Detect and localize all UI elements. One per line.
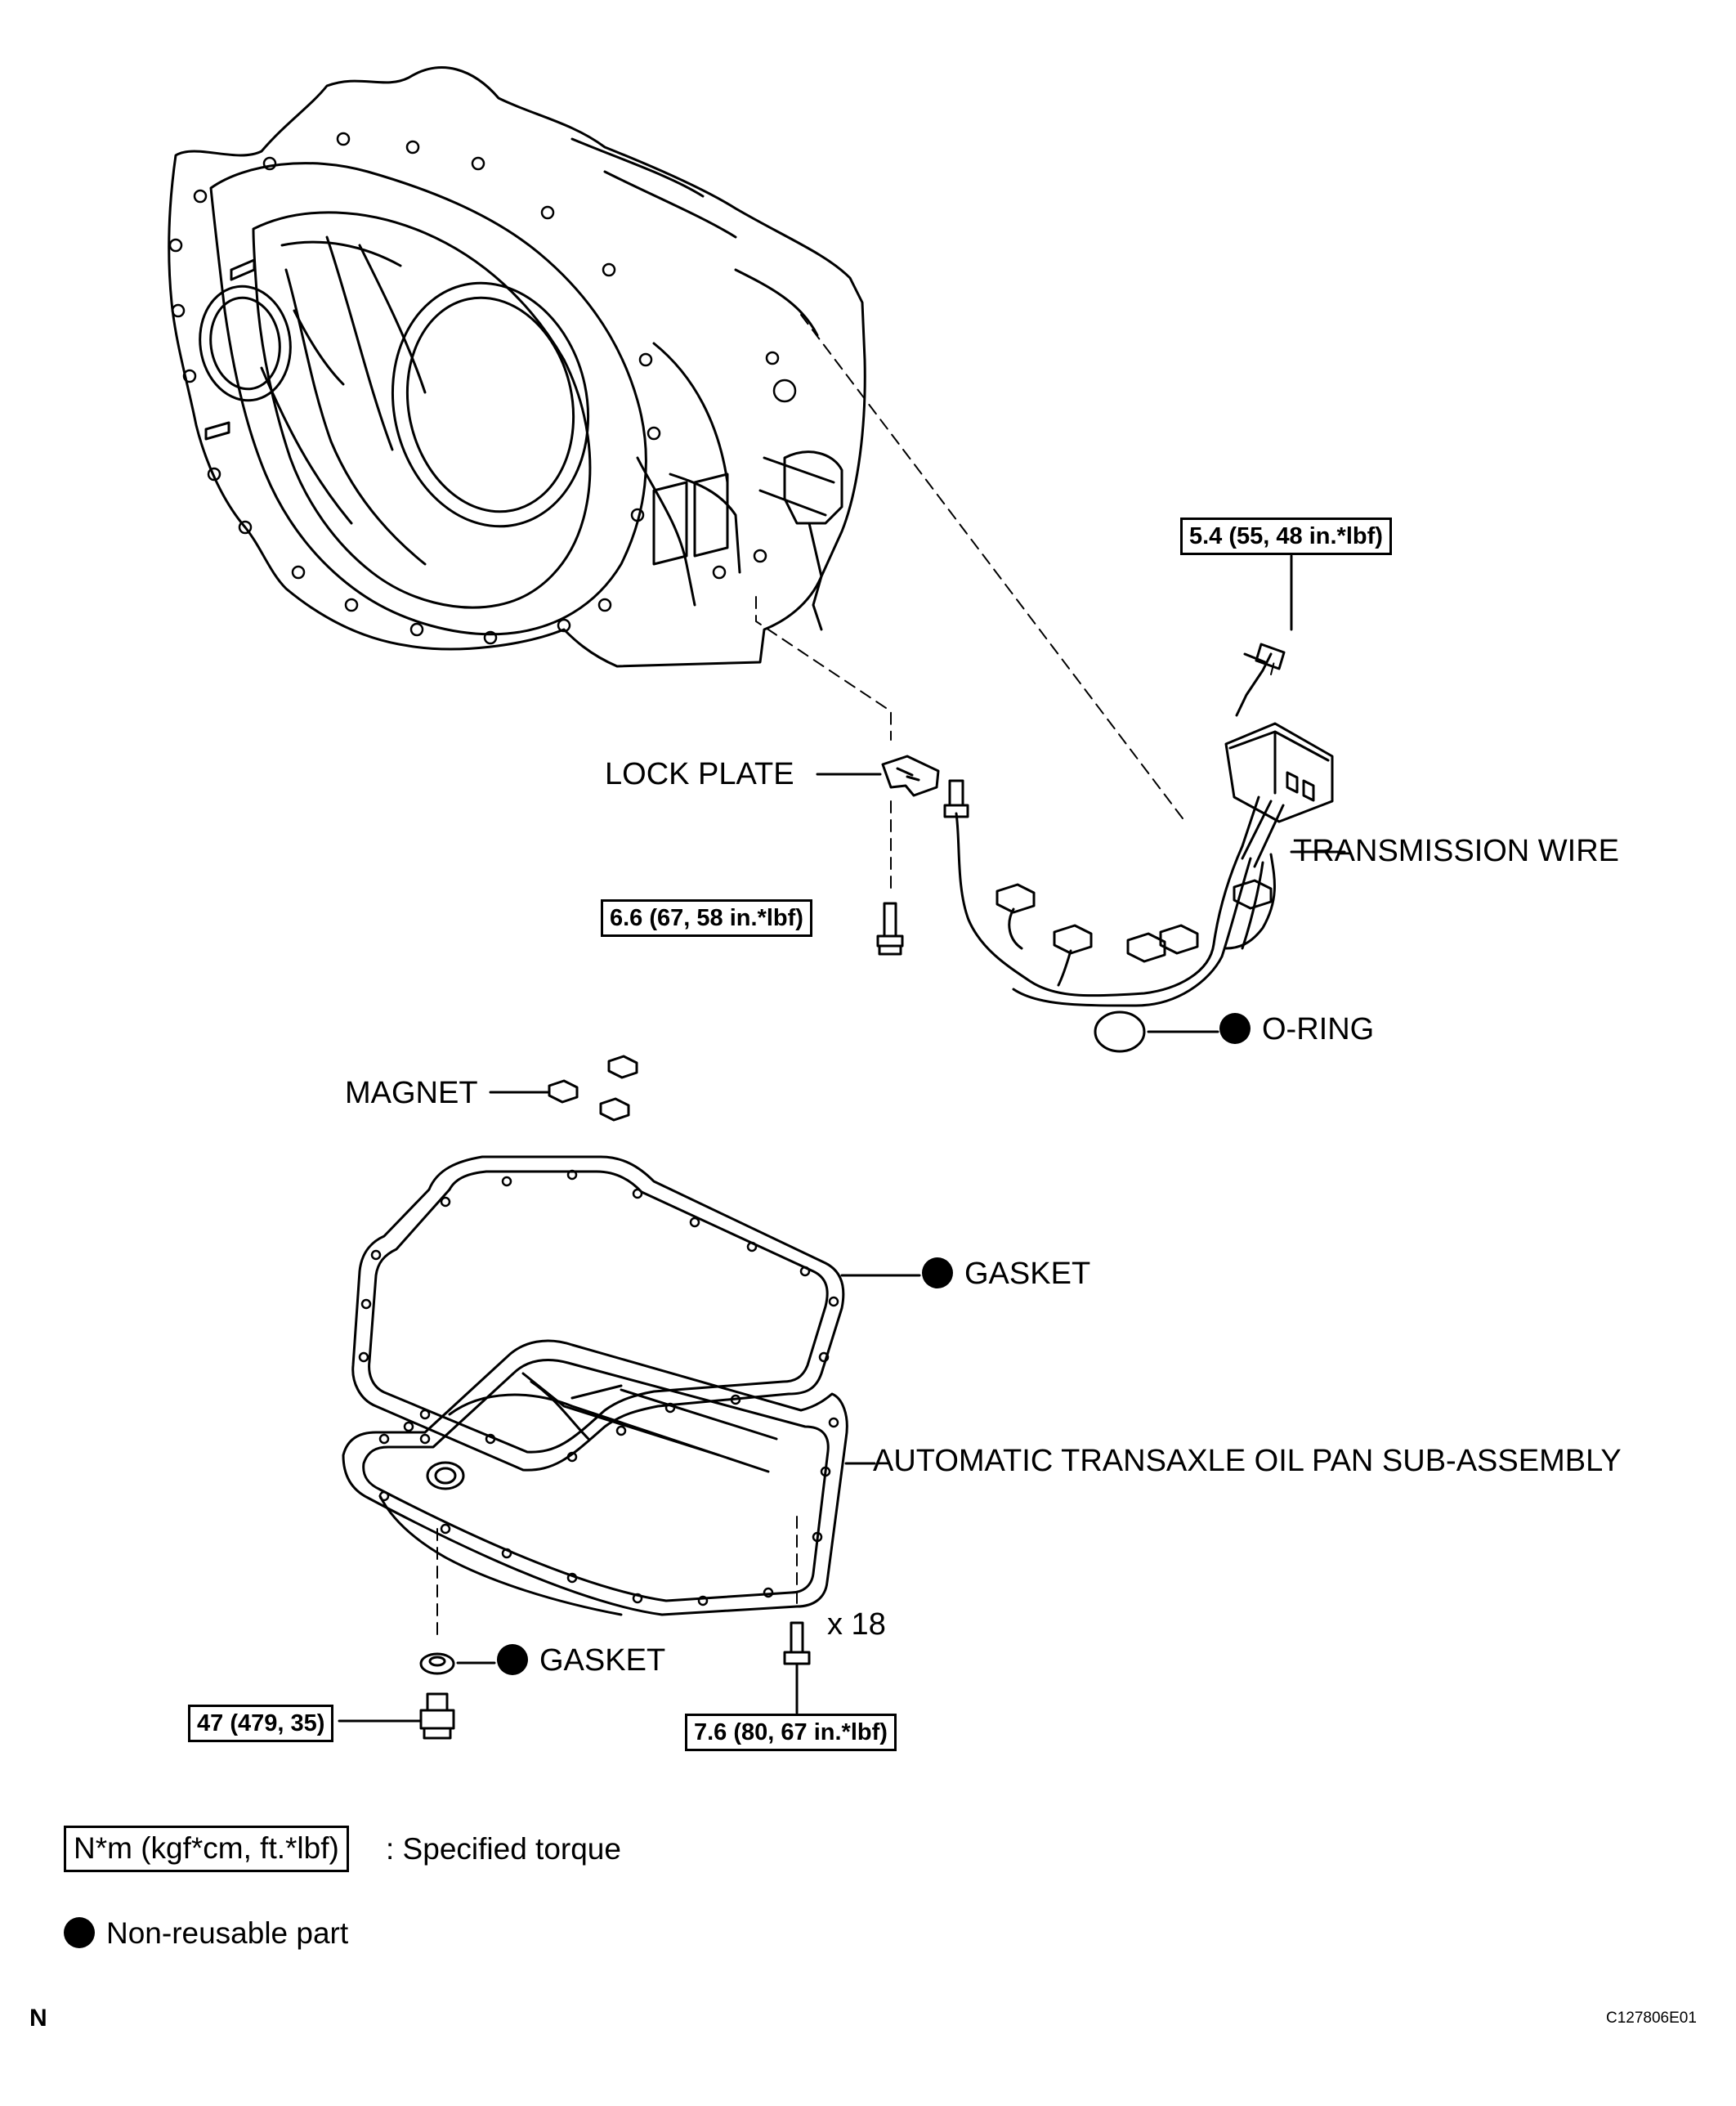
- lock-plate-label: LOCK PLATE: [605, 757, 794, 791]
- transmission-wire: [943, 722, 1346, 1007]
- transaxle-housing: [168, 66, 866, 668]
- gasket-lower-label: GASKET: [497, 1643, 666, 1678]
- torque-pan-bolt: 7.6 (80, 67 in.*lbf): [685, 1714, 897, 1752]
- lock-plate-bolt: [876, 902, 904, 956]
- pan-gasket: [351, 1155, 921, 1472]
- footer-left-mark: N: [29, 2005, 47, 2032]
- figure-code: C127806E01: [1606, 2010, 1697, 2027]
- o-ring-label: O-RING: [1219, 1012, 1375, 1046]
- oil-pan: [342, 1339, 876, 1616]
- wire-bolt: [1235, 554, 1293, 717]
- non-reusable-dot-icon: [497, 1643, 528, 1675]
- gasket-upper-text: GASKET: [964, 1257, 1091, 1291]
- legend-torque-unit: N*m (kgf*cm, ft.*lbf): [64, 1826, 349, 1872]
- transmission-wire-label: TRANSMISSION WIRE: [1293, 834, 1620, 868]
- oil-pan-label: AUTOMATIC TRANSAXLE OIL PAN SUB-ASSEMBLY: [873, 1444, 1622, 1478]
- pan-bolt: [783, 1621, 811, 1714]
- gasket-upper-label: GASKET: [922, 1257, 1091, 1291]
- non-reusable-dot-icon: [64, 1917, 95, 1949]
- quantity-label: x 18: [827, 1607, 886, 1642]
- drain-plug: [338, 1692, 455, 1740]
- non-reusable-dot-icon: [1219, 1012, 1251, 1044]
- legend-torque-desc: : Specified torque: [386, 1832, 621, 1866]
- lock-plate: [816, 755, 940, 797]
- alignment-dashed-lines: [436, 314, 1276, 1636]
- legend-nonreusable-text: Non-reusable part: [106, 1916, 349, 1950]
- o-ring: [1094, 1010, 1219, 1053]
- magnet-label: MAGNET: [345, 1076, 478, 1110]
- torque-lock-plate-bolt: 6.6 (67, 58 in.*lbf): [601, 899, 812, 938]
- magnets: [489, 1055, 638, 1122]
- torque-wire-bolt: 5.4 (55, 48 in.*lbf): [1180, 518, 1392, 556]
- torque-drain-plug: 47 (479, 35): [188, 1705, 334, 1743]
- legend-nonreusable: Non-reusable part: [64, 1916, 349, 1951]
- o-ring-text: O-RING: [1262, 1012, 1375, 1046]
- non-reusable-dot-icon: [922, 1257, 953, 1288]
- drain-gasket-washer: [419, 1652, 496, 1675]
- gasket-lower-text: GASKET: [539, 1643, 666, 1678]
